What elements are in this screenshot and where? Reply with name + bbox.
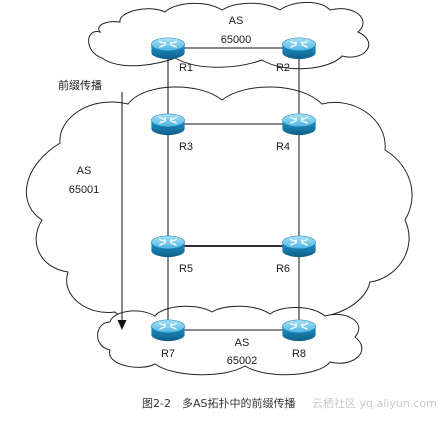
router-r4: R4 bbox=[276, 113, 317, 153]
arrowhead-icon bbox=[117, 320, 127, 330]
prefix-propagation-label: 前缀传播 bbox=[58, 78, 102, 92]
as-65001-number: 65001 bbox=[69, 184, 100, 196]
router-r7: R7 bbox=[150, 319, 186, 360]
figure-caption: 图2-2 多AS拓扑中的前缀传播 bbox=[142, 396, 295, 410]
router-label-r7: R7 bbox=[161, 348, 175, 360]
router-label-r2: R2 bbox=[276, 62, 290, 74]
router-label-r4: R4 bbox=[276, 141, 290, 153]
router-r2: R2 bbox=[276, 37, 317, 74]
router-icon bbox=[281, 235, 317, 258]
router-icon bbox=[150, 113, 186, 136]
router-label-r3: R3 bbox=[179, 141, 193, 153]
watermark: 云栖社区 yq.aliyun.com bbox=[312, 396, 437, 410]
router-r5: R5 bbox=[150, 235, 193, 275]
router-r6: R6 bbox=[276, 235, 317, 275]
as-65002-label: AS bbox=[235, 337, 250, 349]
router-label-r6: R6 bbox=[276, 263, 290, 275]
router-icon bbox=[281, 37, 317, 60]
router-label-r1: R1 bbox=[179, 62, 193, 74]
as-65001-label: AS bbox=[77, 165, 92, 177]
as-65001-cloud bbox=[26, 86, 413, 330]
as-65000-label: AS bbox=[229, 15, 244, 27]
router-r8: R8 bbox=[281, 319, 317, 360]
router-label-r8: R8 bbox=[292, 348, 306, 360]
router-r3: R3 bbox=[150, 113, 193, 153]
router-icon bbox=[281, 319, 317, 342]
links-layer bbox=[167, 47, 300, 331]
router-icon bbox=[150, 319, 186, 342]
router-icon bbox=[150, 37, 186, 60]
router-icon bbox=[150, 235, 186, 258]
as-65002-number: 65002 bbox=[227, 355, 258, 367]
router-icon bbox=[281, 113, 317, 136]
router-label-r5: R5 bbox=[179, 263, 193, 275]
as-65000-number: 65000 bbox=[221, 34, 252, 46]
router-r1: R1 bbox=[150, 37, 193, 74]
